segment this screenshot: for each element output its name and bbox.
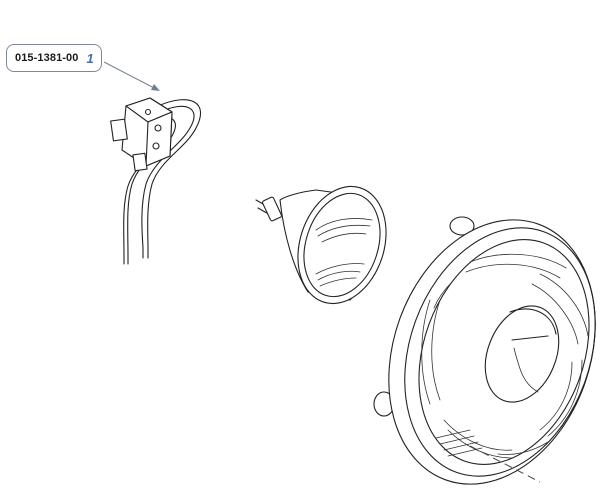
- lamp-housing-part[interactable]: [353, 191, 614, 493]
- halogen-lamp-part[interactable]: [255, 175, 400, 315]
- item-number-label: 1: [86, 50, 94, 66]
- lamp-socket-part[interactable]: [110, 97, 202, 265]
- part-number-label: 015-1381-00: [15, 52, 79, 64]
- part-callout[interactable]: 015-1381-00 1: [6, 44, 102, 72]
- callout-leader-arrow: [103, 61, 160, 91]
